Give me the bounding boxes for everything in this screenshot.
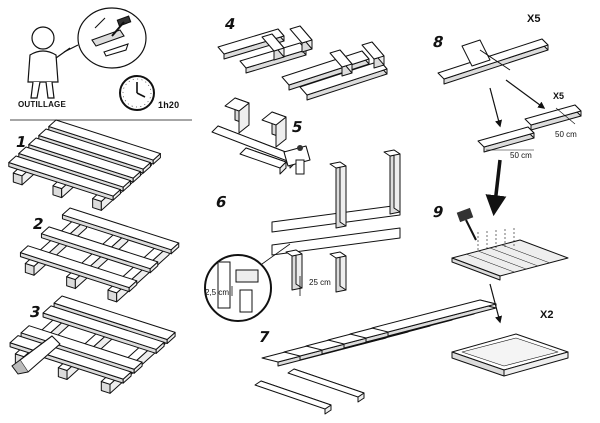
- tools-illustration: [10, 7, 192, 121]
- saw-icon: [11, 335, 61, 375]
- thought-bubble: [63, 7, 147, 69]
- box-result-step-9: [451, 333, 569, 377]
- multiplier-step8-top: X5: [527, 13, 541, 25]
- hammer-icon: [456, 207, 477, 241]
- tools-label: OUTILLAGE: [18, 100, 67, 109]
- dimension-cut-length-b: 50 cm: [555, 130, 577, 139]
- worker-figure: [27, 26, 71, 99]
- time-label: 1h20: [158, 100, 180, 110]
- dimension-cut-length-a: 50 cm: [510, 151, 532, 160]
- tool-set: [91, 15, 132, 57]
- dimension-leg-height: 25 cm: [309, 278, 331, 287]
- frame-step-5: [211, 97, 297, 175]
- pallet-step-1: [8, 119, 161, 211]
- clock-icon: [119, 75, 155, 111]
- tabletop-step-7: [254, 299, 497, 415]
- pieces-step-4: [217, 25, 388, 101]
- legs-step-6: [271, 149, 401, 296]
- pallet-step-2: [19, 207, 180, 303]
- multiplier-step8-cut: X5: [553, 91, 565, 101]
- drill-icon: [283, 145, 311, 175]
- magnifier-detail: [204, 243, 291, 322]
- handsaw-icon: [461, 39, 511, 71]
- box-step-9: [451, 228, 569, 281]
- dimension-notch-depth: 2,5 cm: [205, 288, 230, 297]
- flow-arrows: [485, 79, 546, 324]
- multiplier-step9-result: X2: [540, 309, 554, 321]
